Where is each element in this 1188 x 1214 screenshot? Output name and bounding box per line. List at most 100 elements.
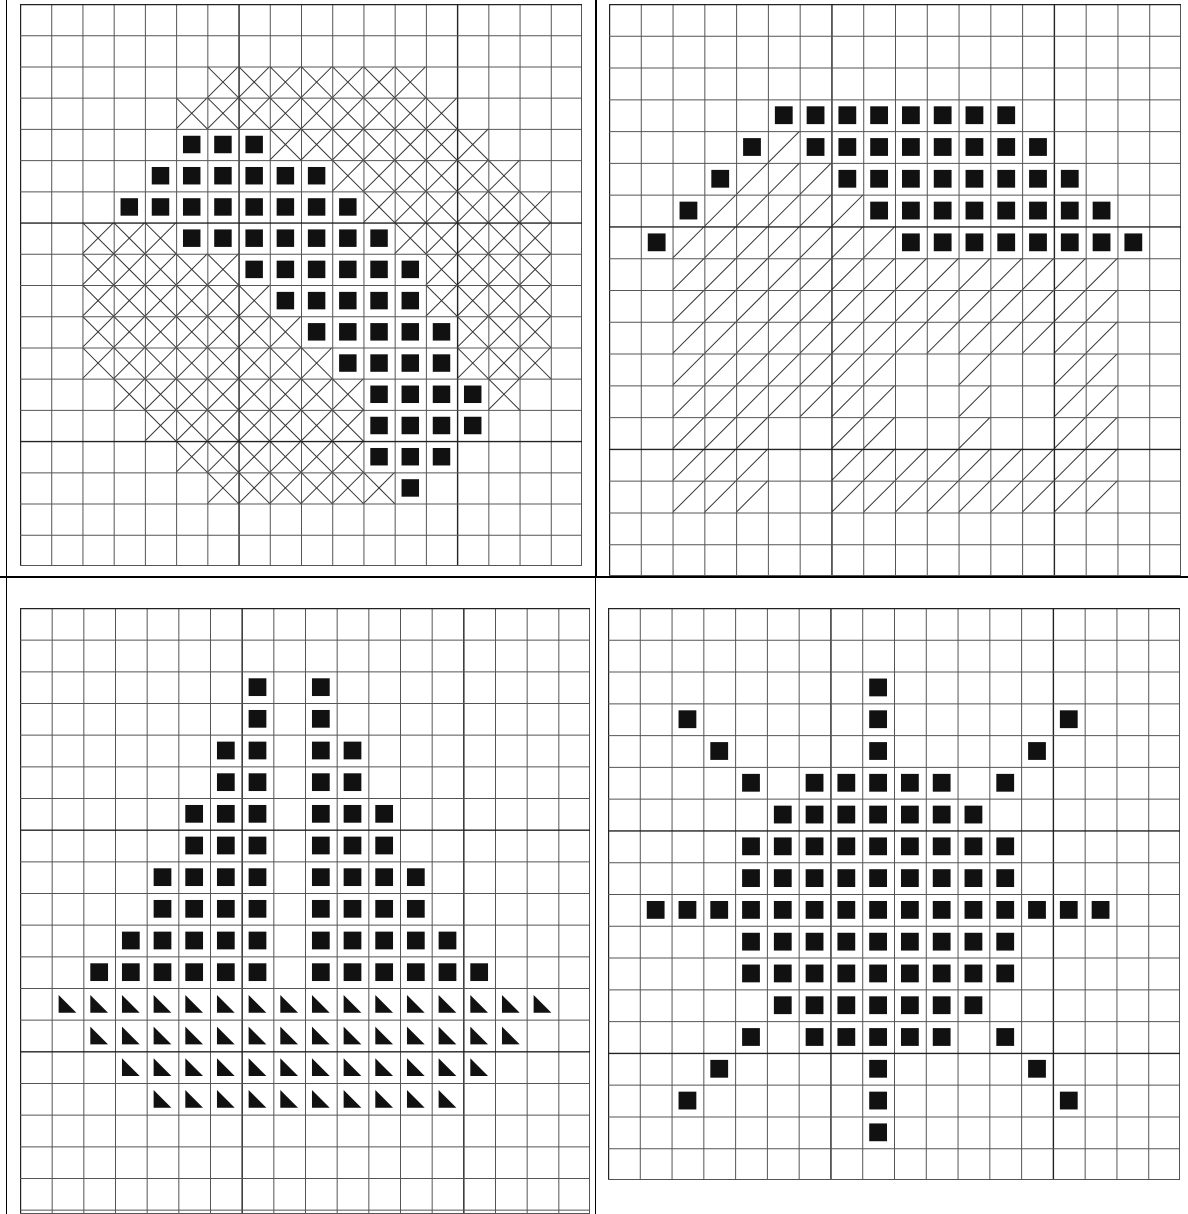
filled-stitch bbox=[433, 417, 450, 434]
triangle-stitch bbox=[375, 1058, 393, 1076]
filled-stitch bbox=[344, 932, 362, 950]
filled-stitch bbox=[245, 198, 262, 215]
half-stitch bbox=[831, 226, 863, 258]
half-stitch bbox=[990, 481, 1022, 513]
half-stitch bbox=[736, 385, 768, 417]
filled-stitch bbox=[312, 900, 330, 918]
filled-stitch bbox=[742, 965, 760, 983]
filled-stitch bbox=[339, 323, 356, 340]
half-stitch bbox=[800, 226, 832, 258]
filled-stitch bbox=[344, 868, 362, 886]
filled-stitch bbox=[1029, 202, 1047, 220]
filled-stitch bbox=[774, 806, 792, 824]
half-stitch bbox=[1022, 481, 1054, 513]
filled-stitch bbox=[312, 805, 330, 823]
half-stitch bbox=[800, 195, 832, 227]
filled-stitch bbox=[774, 933, 792, 951]
filled-stitch bbox=[966, 170, 984, 188]
half-stitch bbox=[959, 354, 991, 386]
triangle-stitch bbox=[154, 1027, 172, 1045]
filled-stitch bbox=[407, 868, 425, 886]
half-stitch bbox=[768, 322, 800, 354]
half-stitch bbox=[831, 417, 863, 449]
chart-grid-4 bbox=[608, 608, 1180, 1180]
filled-stitch bbox=[933, 837, 951, 855]
half-stitch bbox=[863, 417, 895, 449]
half-stitch bbox=[736, 258, 768, 290]
filled-stitch bbox=[806, 933, 824, 951]
filled-stitch bbox=[217, 742, 235, 760]
half-stitch bbox=[831, 258, 863, 290]
filled-stitch bbox=[901, 774, 919, 792]
filled-stitch bbox=[245, 229, 262, 246]
filled-stitch bbox=[1029, 138, 1047, 156]
filled-stitch bbox=[902, 170, 920, 188]
triangle-stitch bbox=[375, 1027, 393, 1045]
half-stitch bbox=[673, 226, 705, 258]
half-stitch bbox=[990, 449, 1022, 481]
half-stitch bbox=[959, 417, 991, 449]
half-stitch bbox=[1086, 481, 1118, 513]
triangle-stitch bbox=[249, 1027, 267, 1045]
filled-stitch bbox=[806, 837, 824, 855]
filled-stitch bbox=[806, 1028, 824, 1046]
triangle-stitch bbox=[280, 1058, 298, 1076]
half-stitch bbox=[1054, 258, 1086, 290]
half-stitch bbox=[800, 354, 832, 386]
filled-stitch bbox=[837, 869, 855, 887]
filled-stitch bbox=[1061, 170, 1079, 188]
filled-stitch bbox=[742, 901, 760, 919]
filled-stitch bbox=[774, 965, 792, 983]
half-stitch bbox=[800, 290, 832, 322]
filled-stitch bbox=[214, 229, 231, 246]
filled-stitch bbox=[433, 386, 450, 403]
half-stitch bbox=[704, 290, 736, 322]
half-stitch bbox=[673, 290, 705, 322]
filled-stitch bbox=[679, 710, 697, 728]
chart-grid-1 bbox=[20, 4, 582, 566]
filled-stitch bbox=[742, 933, 760, 951]
filled-stitch bbox=[997, 138, 1015, 156]
half-stitch bbox=[1022, 290, 1054, 322]
half-stitch bbox=[990, 322, 1022, 354]
half-stitch bbox=[959, 258, 991, 290]
stitch-layer bbox=[647, 679, 1110, 1142]
half-stitch bbox=[736, 226, 768, 258]
filled-stitch bbox=[433, 448, 450, 465]
half-stitch bbox=[927, 322, 959, 354]
half-stitch bbox=[768, 258, 800, 290]
filled-stitch bbox=[312, 773, 330, 791]
filled-stitch bbox=[154, 900, 172, 918]
half-stitch bbox=[1054, 354, 1086, 386]
half-stitch bbox=[959, 322, 991, 354]
half-stitch bbox=[831, 322, 863, 354]
triangle-stitch bbox=[407, 1058, 425, 1076]
filled-stitch bbox=[965, 901, 983, 919]
half-stitch bbox=[1022, 449, 1054, 481]
triangle-stitch bbox=[439, 1027, 457, 1045]
half-stitch bbox=[863, 385, 895, 417]
triangle-stitch bbox=[375, 1090, 393, 1108]
filled-stitch bbox=[370, 229, 387, 246]
filled-stitch bbox=[869, 710, 887, 728]
filled-stitch bbox=[869, 996, 887, 1014]
half-stitch bbox=[1086, 449, 1118, 481]
filled-stitch bbox=[679, 1092, 697, 1110]
triangle-stitch bbox=[280, 1090, 298, 1108]
filled-stitch bbox=[312, 837, 330, 855]
filled-stitch bbox=[439, 963, 457, 981]
triangle-stitch bbox=[154, 1058, 172, 1076]
half-stitch bbox=[704, 417, 736, 449]
filled-stitch bbox=[312, 963, 330, 981]
half-stitch bbox=[673, 385, 705, 417]
grid-lines bbox=[20, 4, 582, 566]
divider-vertical-bottom bbox=[595, 578, 596, 1214]
filled-stitch bbox=[774, 837, 792, 855]
filled-stitch bbox=[933, 901, 951, 919]
filled-stitch bbox=[806, 774, 824, 792]
filled-stitch bbox=[869, 965, 887, 983]
filled-stitch bbox=[1028, 901, 1046, 919]
filled-stitch bbox=[217, 963, 235, 981]
filled-stitch bbox=[806, 996, 824, 1014]
filled-stitch bbox=[339, 229, 356, 246]
